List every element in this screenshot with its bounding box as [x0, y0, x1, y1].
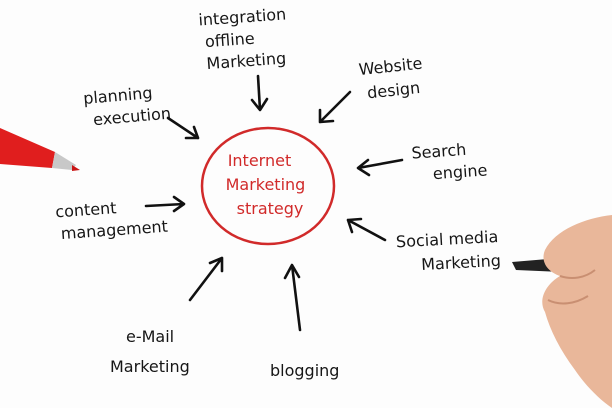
branch-website: Website design	[358, 53, 431, 103]
arrow-planning	[166, 116, 200, 140]
center-circle	[200, 126, 336, 246]
red-marker	[0, 128, 80, 171]
branch-social: Social media Marketing	[396, 227, 506, 276]
center-label: Internet Marketing strategy	[226, 151, 311, 218]
arrow-integration	[250, 74, 269, 112]
branch-email: e-Mail Marketing	[110, 327, 190, 376]
arrow-blogging	[283, 263, 302, 332]
branch-content: content management	[55, 195, 169, 244]
arrow-search	[356, 158, 404, 177]
branch-blogging: blogging	[270, 361, 339, 380]
arrow-website	[318, 90, 352, 124]
arrow-social	[346, 217, 387, 242]
arrows	[144, 74, 404, 332]
arrow-content	[144, 195, 186, 213]
branch-integration: integration offline Marketing	[198, 4, 295, 73]
arrow-email	[188, 256, 224, 302]
hand-with-marker	[512, 215, 612, 408]
branch-planning: planning execution	[82, 82, 171, 130]
branch-search: Search engine	[411, 138, 488, 184]
